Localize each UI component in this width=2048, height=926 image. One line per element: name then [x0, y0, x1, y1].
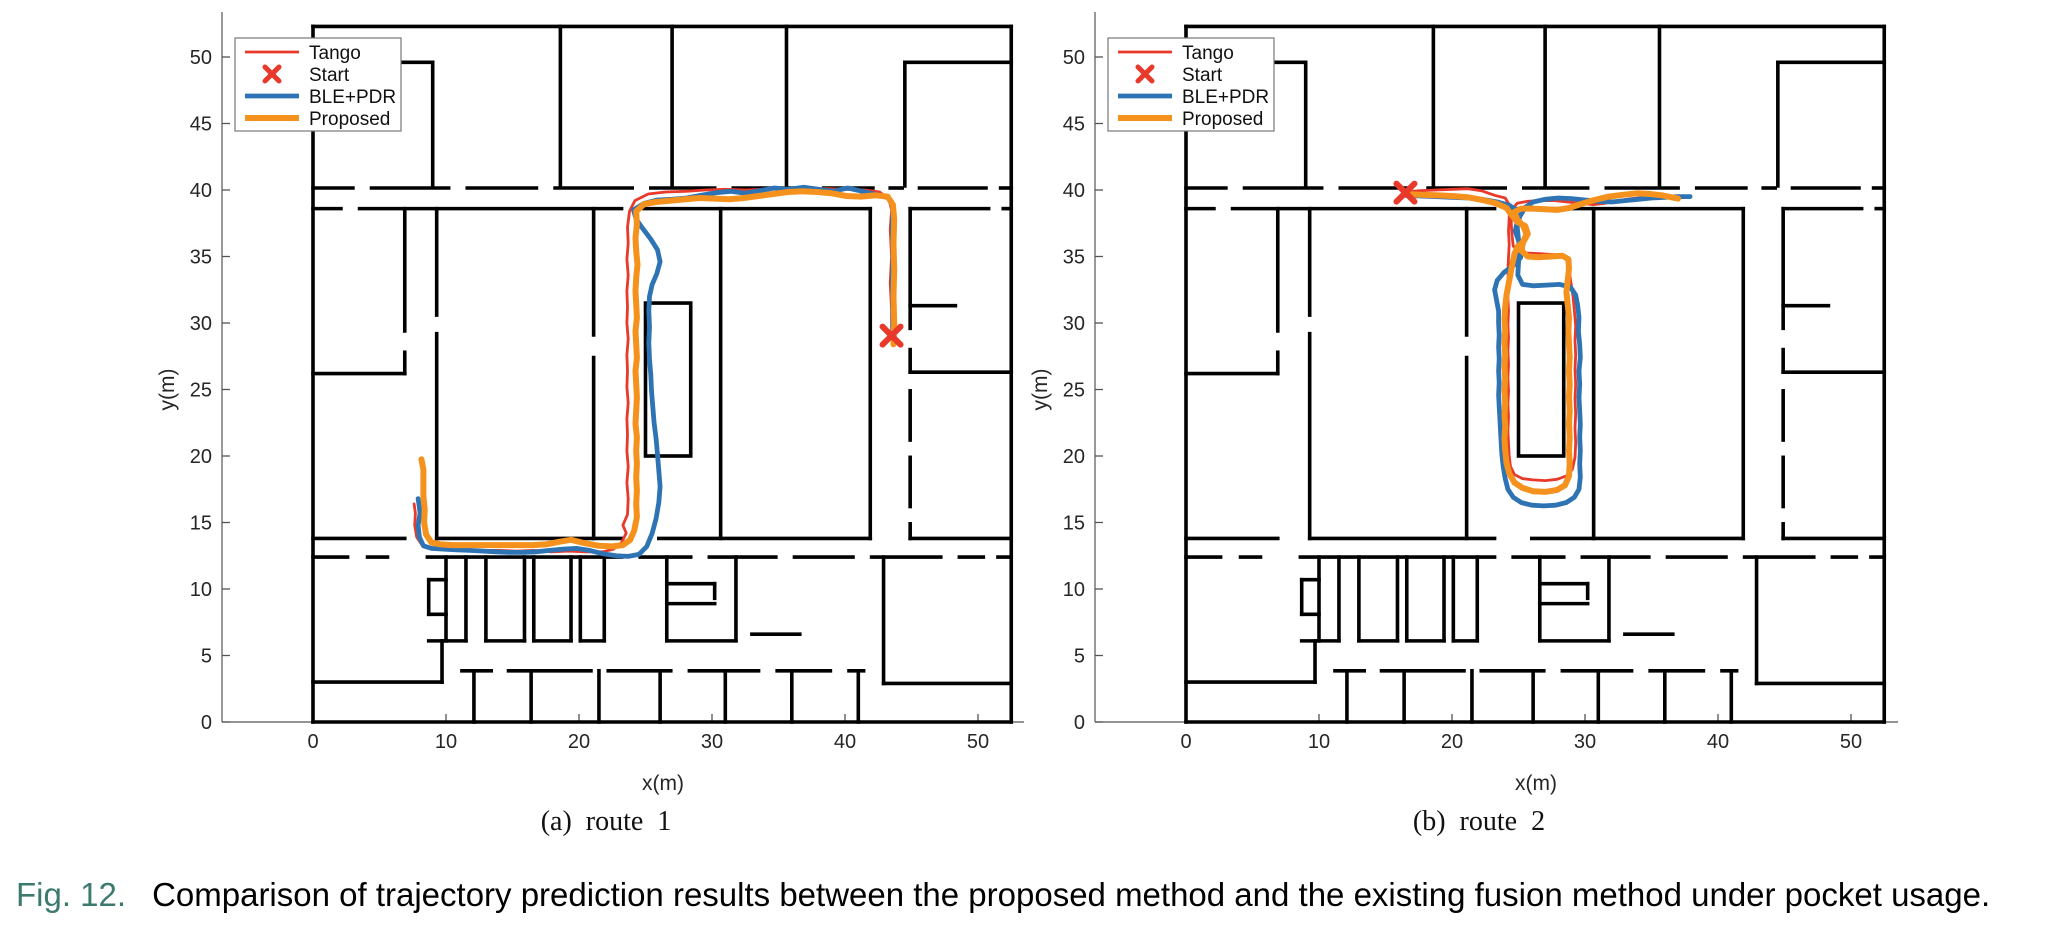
svg-text:20: 20 — [568, 731, 590, 753]
svg-text:30: 30 — [1063, 313, 1085, 335]
svg-text:50: 50 — [1840, 731, 1862, 753]
svg-text:y(m): y(m) — [156, 369, 179, 411]
svg-text:0: 0 — [1074, 712, 1085, 734]
svg-text:10: 10 — [435, 731, 457, 753]
plot-route-2: 0 10 20 30 40 50 0 5 10 15 20 25 30 35 40 45 50 x(m) y(m) T… — [1029, 12, 1898, 795]
svg-text:y(m): y(m) — [1029, 369, 1052, 411]
figure-caption-prefix: Fig. 12. — [16, 876, 127, 913]
svg-text:35: 35 — [1063, 247, 1085, 269]
svg-text:x(m): x(m) — [642, 772, 684, 795]
svg-text:25: 25 — [1063, 380, 1085, 402]
figure-caption: Fig. 12. Comparison of trajectory predict… — [16, 876, 2040, 914]
svg-text:Start: Start — [309, 65, 350, 86]
svg-text:30: 30 — [1574, 731, 1596, 753]
svg-text:25: 25 — [190, 380, 212, 402]
svg-text:0: 0 — [1180, 731, 1191, 753]
svg-text:20: 20 — [1063, 446, 1085, 468]
svg-text:40: 40 — [1063, 180, 1085, 202]
svg-text:50: 50 — [1063, 47, 1085, 69]
caption-route-2: (b) route 2 — [1412, 806, 1546, 837]
svg-text:BLE+PDR: BLE+PDR — [1182, 87, 1269, 108]
svg-text:15: 15 — [1063, 513, 1085, 535]
svg-text:10: 10 — [1308, 731, 1330, 753]
svg-text:Proposed: Proposed — [309, 109, 390, 130]
svg-text:15: 15 — [190, 513, 212, 535]
svg-text:45: 45 — [1063, 114, 1085, 136]
svg-text:40: 40 — [190, 180, 212, 202]
figure-caption-text: Comparison of trajectory prediction resu… — [152, 876, 1991, 913]
svg-text:Tango: Tango — [309, 43, 361, 64]
svg-text:45: 45 — [190, 114, 212, 136]
svg-text:Start: Start — [1182, 65, 1223, 86]
svg-text:0: 0 — [201, 712, 212, 734]
svg-text:x(m): x(m) — [1515, 772, 1557, 795]
svg-text:40: 40 — [1707, 731, 1729, 753]
svg-text:BLE+PDR: BLE+PDR — [309, 87, 396, 108]
svg-text:0: 0 — [307, 731, 318, 753]
svg-text:20: 20 — [190, 446, 212, 468]
svg-text:20: 20 — [1441, 731, 1463, 753]
svg-text:10: 10 — [190, 579, 212, 601]
svg-text:50: 50 — [190, 47, 212, 69]
caption-route-1: (a) route 1 — [540, 806, 672, 837]
svg-text:50: 50 — [967, 731, 989, 753]
svg-text:30: 30 — [701, 731, 723, 753]
svg-text:5: 5 — [201, 646, 212, 668]
svg-text:35: 35 — [190, 247, 212, 269]
svg-text:5: 5 — [1074, 646, 1085, 668]
svg-text:40: 40 — [834, 731, 856, 753]
svg-text:Tango: Tango — [1182, 43, 1234, 64]
svg-text:30: 30 — [190, 313, 212, 335]
plot-route-1: 0 10 20 30 40 50 0 5 10 15 20 25 30 35 40 45 50 x(m) y(m) T… — [156, 12, 1024, 795]
svg-text:Proposed: Proposed — [1182, 109, 1263, 130]
svg-text:10: 10 — [1063, 579, 1085, 601]
